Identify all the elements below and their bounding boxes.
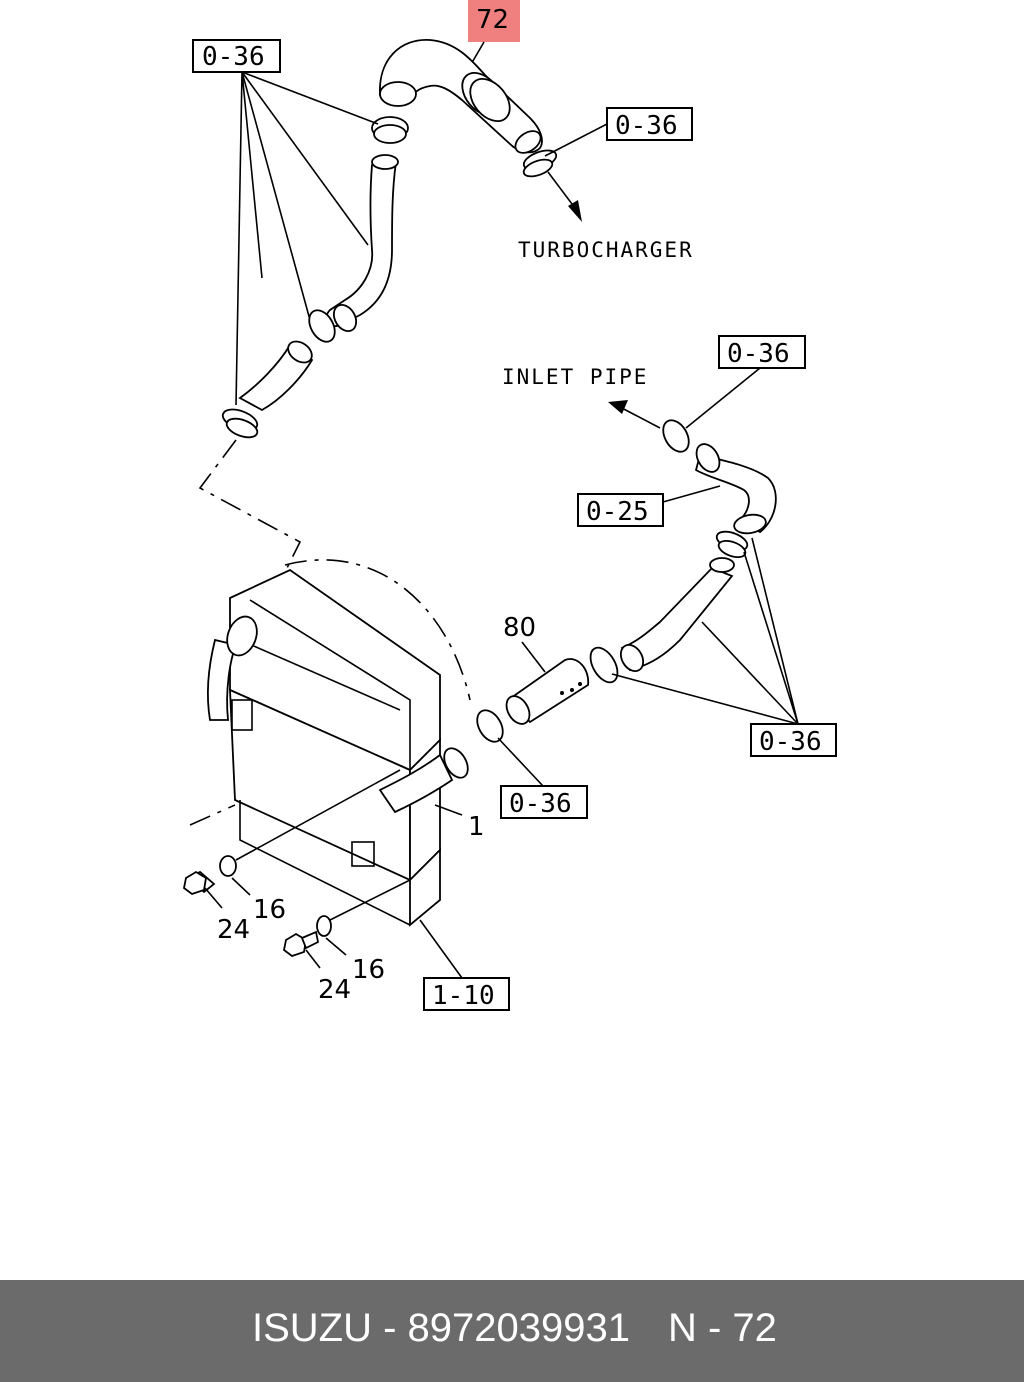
part-1: 1: [468, 812, 485, 842]
inlet-pipe-label: INLET PIPE: [502, 365, 648, 389]
callout-0-25: 0-25: [586, 497, 649, 527]
diagram-reference: N - 72: [668, 1306, 777, 1350]
upper-hose-72: [379, 39, 543, 154]
brand-part-number: ISUZU - 8972039931: [252, 1306, 631, 1350]
clamp-icon: [589, 646, 619, 684]
intercooler: [207, 568, 469, 927]
washer-icon: [316, 915, 332, 937]
turbocharger-label: TURBOCHARGER: [518, 238, 694, 262]
callout-1-10: 1-10: [432, 981, 495, 1011]
part-24-a: 24: [217, 915, 250, 945]
part-80: 80: [503, 613, 536, 643]
part-16-b: 16: [352, 955, 385, 985]
part-16-a: 16: [253, 895, 286, 925]
right-pipe: [619, 557, 735, 673]
footer-bar: ISUZU - 8972039931 N - 72: [0, 1280, 1024, 1382]
clamp-icon: [308, 309, 336, 343]
callout-0-36-inlet: 0-36: [727, 339, 790, 369]
short-pipe: [238, 340, 314, 412]
callout-72: 72: [476, 5, 509, 35]
clamp-icon: [662, 419, 690, 453]
hose-80: [505, 658, 590, 725]
callout-0-36-right: 0-36: [759, 727, 822, 757]
s-pipe: [325, 154, 399, 333]
callout-72-highlight[interactable]: [468, 0, 520, 42]
callout-0-36-turbo: 0-36: [615, 111, 678, 141]
bolt-icon: [283, 930, 320, 958]
clamp-icon: [476, 709, 504, 743]
callout-0-36-lower: 0-36: [509, 789, 572, 819]
parts-diagram: 72 0-36 0-36 TURBOCHARGER: [183, 0, 837, 1011]
callout-0-36-top-left: 0-36: [202, 42, 265, 72]
washer-icon: [219, 855, 237, 877]
part-24-b: 24: [318, 975, 351, 1005]
bolt-icon: [183, 870, 216, 896]
elbow-hose: [694, 443, 777, 535]
